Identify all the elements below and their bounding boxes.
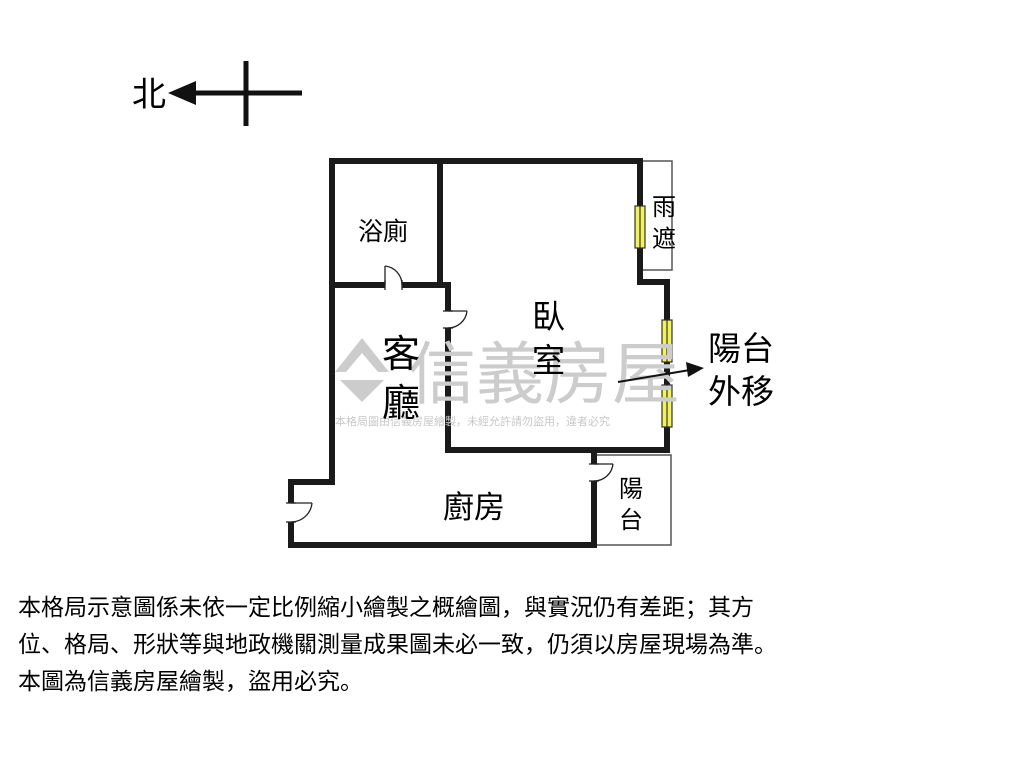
small-balcony-outline bbox=[594, 454, 672, 546]
watermark-brand: 信義房屋 bbox=[408, 336, 680, 415]
watermark-logo-base-icon bbox=[340, 380, 384, 402]
label-canopy-2: 遮 bbox=[652, 225, 676, 253]
watermark-logo-icon bbox=[335, 338, 389, 372]
label-kitchen: 廚房 bbox=[443, 490, 505, 526]
watermark: 信義房屋 本格局圖由信義房屋繪製，未經允許請勿盜用，違者必究 bbox=[335, 336, 680, 428]
label-bedroom-2: 室 bbox=[532, 341, 565, 380]
door-entrance-icon bbox=[286, 502, 313, 523]
north-label: 北 bbox=[132, 75, 166, 115]
watermark-notice: 本格局圖由信義房屋繪製，未經允許請勿盜用，違者必究 bbox=[335, 414, 610, 428]
doors bbox=[286, 265, 614, 523]
door-balcony-icon bbox=[589, 463, 614, 482]
floor-plan: 北 bbox=[132, 61, 774, 548]
disclaimer-line1: 本格局示意圖係未依一定比例縮小繪製之概繪圖，與實況仍有差距；其方 bbox=[18, 595, 754, 621]
label-living-2: 廳 bbox=[382, 381, 420, 425]
label-bedroom-1: 臥 bbox=[532, 297, 565, 336]
annotation: 陽台 外移 bbox=[617, 329, 774, 411]
outer-wall-west-south bbox=[288, 158, 597, 548]
north-compass: 北 bbox=[132, 61, 302, 126]
disclaimer: 本格局示意圖係未依一定比例縮小繪製之概繪圖，與實況仍有差距；其方 位、格局、形狀… bbox=[18, 590, 1008, 701]
door-bedroom-icon bbox=[443, 310, 468, 329]
label-living-1: 客 bbox=[382, 332, 420, 376]
north-arrow-icon bbox=[168, 81, 196, 105]
label-bathroom: 浴廁 bbox=[358, 217, 408, 246]
door-bathroom-icon bbox=[384, 265, 403, 290]
disclaimer-line2: 位、格局、形狀等與地政機關測量成果圖未必一致，仍須以房屋現場為準。 bbox=[18, 632, 777, 658]
annotation-arrow-icon bbox=[686, 362, 704, 377]
label-small-balcony-1: 陽 bbox=[619, 475, 643, 503]
label-small-balcony-2: 台 bbox=[619, 506, 643, 534]
room-labels: 浴廁 臥 室 客 廳 廚房 雨 遮 陽 台 bbox=[358, 193, 676, 534]
annotation-line1: 陽台 bbox=[708, 329, 774, 368]
annotation-line2: 外移 bbox=[708, 372, 774, 411]
label-canopy-1: 雨 bbox=[652, 193, 676, 221]
windows bbox=[634, 205, 673, 428]
disclaimer-line3: 本圖為信義房屋繪製，盜用必究。 bbox=[18, 669, 363, 695]
